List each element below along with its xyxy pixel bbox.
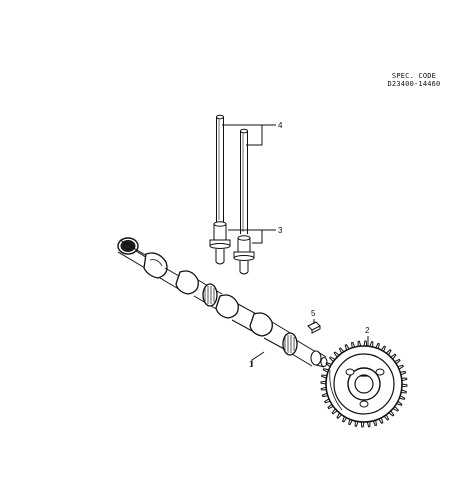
callout-cam-gear: 2 — [365, 326, 370, 335]
gear-tooth — [375, 342, 380, 349]
gear-tooth — [369, 341, 374, 348]
tappet-right — [233, 235, 255, 275]
gear-tooth — [383, 414, 390, 421]
push-rod-left — [216, 114, 224, 222]
gear-tooth — [396, 400, 403, 407]
camshaft — [117, 237, 328, 368]
gear-tooth — [350, 341, 356, 348]
gear-tooth — [320, 386, 327, 391]
gear-tooth — [360, 421, 365, 428]
callout-push-rod: 4 — [278, 121, 283, 130]
gear-tooth — [320, 380, 327, 385]
callout-camshaft: 1 — [249, 360, 254, 369]
gear-tooth — [400, 389, 407, 394]
gear-tooth — [390, 353, 397, 360]
gear-tooth — [321, 392, 328, 398]
gear-tooth — [331, 408, 338, 415]
gear-tooth — [366, 421, 371, 428]
gear-tooth — [329, 356, 336, 363]
gear-tooth — [336, 412, 343, 419]
gear-tooth — [354, 420, 359, 427]
gear-tooth — [388, 410, 395, 417]
callout-tappet: 3 — [278, 226, 283, 235]
gear-tooth — [344, 344, 350, 351]
cam-gear — [320, 340, 408, 428]
gear-tooth — [394, 358, 401, 365]
push-rod-right — [240, 128, 248, 234]
gear-tooth — [357, 340, 362, 347]
gear-tooth — [380, 345, 387, 352]
gear-tooth — [341, 416, 348, 423]
gear-tooth — [401, 383, 408, 388]
leader-push-rods — [222, 124, 276, 146]
gear-tooth — [372, 420, 378, 427]
gear-tooth — [348, 419, 353, 426]
gear-tooth — [400, 370, 407, 376]
gear-tooth — [322, 368, 329, 373]
woodruff-key — [307, 321, 321, 334]
gear-tooth — [392, 405, 399, 412]
leader-camshaft — [251, 351, 265, 366]
gear-tooth — [363, 340, 368, 347]
callout-key: 5 — [311, 309, 316, 318]
gear-tooth — [324, 398, 331, 404]
gear-tooth — [397, 364, 404, 370]
gear-tooth — [321, 374, 328, 379]
leader-tappets — [228, 229, 276, 244]
gear-tooth — [399, 395, 406, 400]
tappet-left — [209, 221, 231, 265]
gear-tooth — [385, 349, 392, 356]
spec-code-value: D23400-14460 — [387, 80, 441, 88]
gear-tooth — [327, 403, 334, 410]
spec-code-block: SPEC. CODE D23400-14460 — [386, 72, 442, 88]
gear-tooth — [378, 417, 384, 424]
gear-tooth — [338, 347, 345, 354]
gear-tooth — [325, 361, 332, 368]
gear-tooth — [401, 377, 408, 382]
spec-code-label: SPEC. CODE — [391, 72, 437, 80]
gear-tooth — [333, 351, 340, 358]
